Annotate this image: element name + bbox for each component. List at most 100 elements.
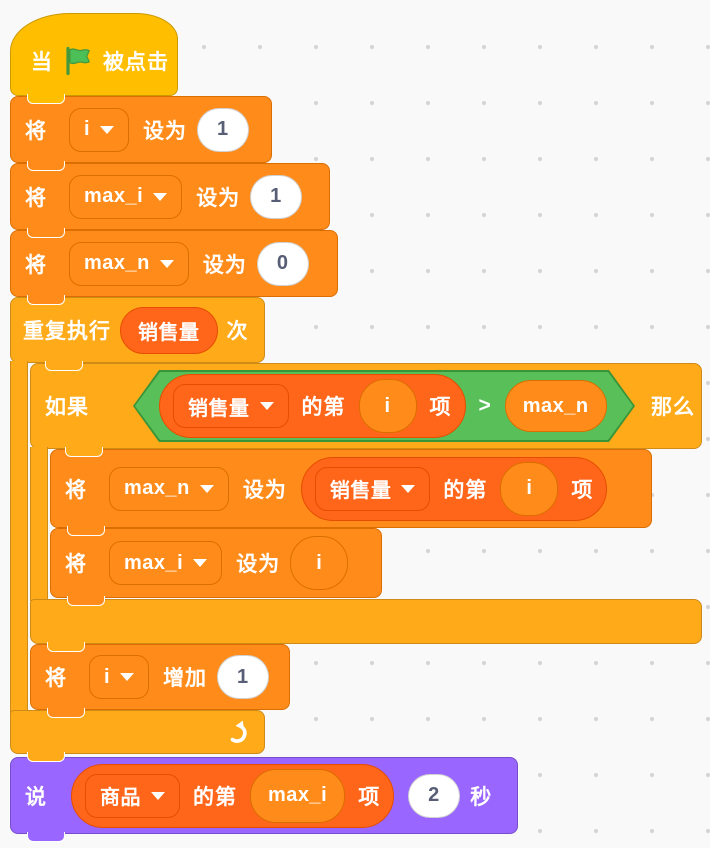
input-value: 2 [428, 784, 441, 806]
boolean-condition[interactable]: 销售量 的第 i 项 > max_n [133, 370, 635, 442]
input-value: 0 [276, 252, 289, 274]
dropdown-caret-icon [151, 791, 165, 800]
block-tab [67, 596, 105, 606]
value-input[interactable]: 1 [217, 655, 270, 699]
set-label: 将 [25, 186, 47, 210]
operator-gt: > [478, 394, 492, 417]
block-tab [47, 708, 85, 718]
input-value: 1 [237, 665, 250, 688]
block-set-max-i[interactable]: 将 max_i 设为 1 [10, 163, 330, 238]
item-of-label: 的第 [193, 785, 237, 809]
repeat-spine [10, 361, 28, 713]
times-label: 次 [226, 320, 249, 343]
dropdown-value: max_i [124, 551, 184, 574]
block-when-green-flag-clicked[interactable]: 当 被点击 [10, 13, 178, 104]
item-label: 项 [358, 785, 381, 809]
variable-i[interactable]: i [290, 536, 349, 590]
block-tab [65, 447, 103, 457]
item-of-label: 的第 [301, 396, 346, 419]
item-of-list-reporter[interactable]: 销售量 的第 i 项 [159, 374, 466, 438]
duration-input[interactable]: 2 [408, 773, 461, 818]
loop-arrow-icon [226, 719, 252, 745]
dropdown-list-sales[interactable]: 销售量 [314, 466, 431, 511]
dropdown-value: 销售量 [329, 480, 392, 502]
dropdown-var-max-i[interactable]: max_i [69, 174, 183, 219]
block-tab [47, 642, 85, 652]
reporter-value: max_i [268, 784, 328, 806]
set-label: 将 [65, 553, 87, 576]
dropdown-var-max-n[interactable]: max_n [69, 241, 189, 286]
dropdown-caret-icon [153, 192, 168, 201]
dropdown-list-sales[interactable]: 销售量 [173, 384, 289, 428]
value-input[interactable]: 1 [250, 174, 303, 219]
dropdown-caret-icon [260, 402, 274, 410]
if-label: 如果 [45, 396, 89, 419]
block-set-max-i-to-i[interactable]: 将 max_i 设为 i [50, 528, 382, 606]
block-tab [27, 161, 65, 171]
set-label: 将 [25, 119, 47, 143]
dropdown-value: i [84, 118, 91, 140]
block-change-i[interactable]: 将 i 增加 1 [30, 644, 290, 718]
variable-i[interactable]: i [500, 461, 559, 516]
to-label: 设为 [242, 478, 287, 502]
then-label: 那么 [651, 396, 695, 419]
reporter-value: i [384, 394, 391, 417]
dropdown-var-i[interactable]: i [89, 655, 150, 699]
block-tab [27, 94, 65, 104]
to-label: 设为 [202, 253, 247, 277]
set-label: 将 [65, 478, 87, 502]
variable-max-i[interactable]: max_i [250, 768, 346, 823]
block-if[interactable]: 如果 销售量 的第 i 项 > max_n [30, 363, 702, 457]
block-set-max-n[interactable]: 将 max_n 设为 0 [10, 230, 338, 305]
dropdown-caret-icon [401, 484, 416, 493]
variable-i[interactable]: i [359, 379, 417, 433]
reporter-value: i [316, 551, 323, 574]
dropdown-list-products[interactable]: 商品 [85, 773, 180, 818]
dropdown-value: max_n [124, 477, 190, 499]
block-tab [67, 526, 105, 536]
input-value: 1 [217, 118, 230, 140]
dropdown-value: max_i [84, 185, 144, 207]
to-label: 设为 [196, 186, 241, 210]
value-input[interactable]: 1 [197, 107, 250, 152]
item-of-label: 的第 [443, 478, 488, 502]
to-label: 设为 [143, 119, 188, 143]
set-label: 将 [25, 253, 47, 277]
block-say-for-secs[interactable]: 说 商品 的第 max_i 项 2 秒 [10, 757, 518, 842]
dropdown-caret-icon [120, 673, 135, 681]
change-label: 将 [45, 667, 67, 690]
value-input[interactable]: 0 [256, 241, 309, 286]
to-label: 设为 [236, 553, 281, 576]
repeat-label: 重复执行 [23, 320, 111, 343]
block-set-max-n-to-item[interactable]: 将 max_n 设为 销售量 的第 i 项 [50, 449, 652, 536]
variable-max-n[interactable]: max_n [505, 380, 607, 432]
dropdown-value: 销售量 [188, 397, 250, 420]
when-label: 当 [31, 50, 53, 74]
if-spine [30, 447, 48, 601]
block-set-i[interactable]: 将 i 设为 1 [10, 96, 272, 171]
block-tab [27, 228, 65, 238]
item-of-list-reporter[interactable]: 销售量 的第 i 项 [300, 456, 608, 521]
dropdown-var-max-i[interactable]: max_i [109, 541, 223, 585]
dropdown-var-max-n[interactable]: max_n [109, 466, 229, 511]
say-label: 说 [25, 785, 47, 809]
block-repeat[interactable]: 重复执行 销售量 次 [10, 297, 265, 371]
dropdown-var-i[interactable]: i [69, 107, 130, 152]
reporter-value: 销售量 [138, 321, 200, 344]
block-tab [45, 361, 83, 371]
item-of-list-reporter[interactable]: 商品 的第 max_i 项 [71, 763, 395, 828]
item-label: 项 [571, 478, 594, 502]
input-value: 1 [270, 185, 283, 207]
block-tab [27, 752, 65, 762]
if-bottom-bar[interactable] [30, 599, 702, 652]
green-flag-icon [63, 46, 93, 76]
block-tab [27, 295, 65, 305]
clicked-label: 被点击 [103, 50, 169, 74]
block-tab [27, 832, 65, 842]
reporter-value: max_n [522, 394, 589, 417]
item-label: 项 [429, 396, 452, 419]
list-reporter-sales[interactable]: 销售量 [120, 306, 218, 354]
dropdown-caret-icon [199, 484, 214, 493]
dropdown-value: i [104, 665, 111, 688]
